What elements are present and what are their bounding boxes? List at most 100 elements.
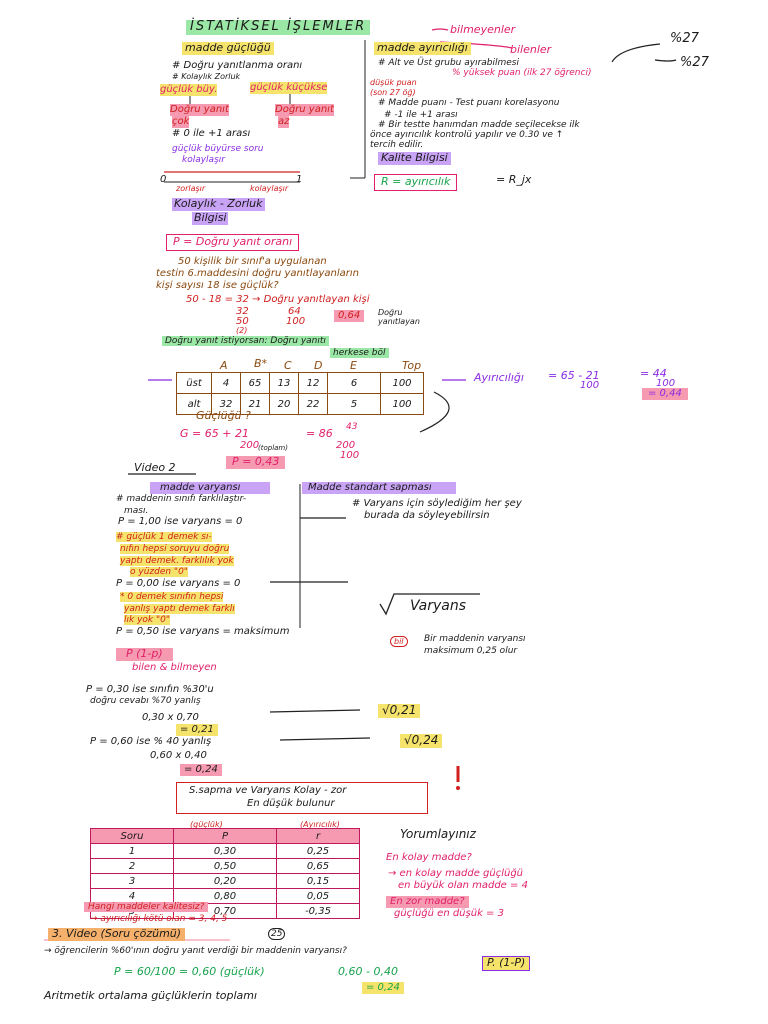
summary-line: S.sapma ve Varyans Kolay - zor [189,785,347,796]
col-label: (Ayırıcılık) [300,820,340,829]
result-value: 0,64 [334,310,365,322]
calc-line: = 65 - 21 [548,369,600,382]
answer-line: 0,60 - 0,40 [338,965,398,978]
madde-guclugu-heading: madde güçlüğü [182,41,274,55]
note-line: % yüksek puan (ilk 27 öğrenci) [452,68,592,78]
pct27-top: %27 [670,31,699,46]
items-table: Soru P r 1 0,30 0,25 2 0,50 0,65 3 0,20 … [90,828,360,919]
calc-line: 200 [336,440,356,451]
note-line: # Kolaylık Zorluk [172,72,241,81]
example-line: testin 6.maddesini doğru yanıtlayanların [156,268,359,279]
note-line: # maddenin sınıfı farklılaştır- [116,494,247,504]
note-line: P = 0,00 ise varyans = 0 [116,578,241,589]
gucluk-question: Güçlüğü ? [196,409,251,422]
note-line: ması. [124,506,149,516]
calc-line: P = 0,60 ise % 40 yanlış [90,736,212,747]
table-cell: 2 [90,858,174,874]
table-cell: -0,35 [276,903,360,919]
table-cell: 100 [380,372,424,394]
table1-header-a: A [220,359,228,372]
gucluk-result: P = 0,43 [226,455,286,469]
example-line: 50 - 18 = 32 → Doğru yanıtlayan kişi [186,294,370,305]
note-line: tercih edilir. [370,140,424,150]
example-note: (2) [236,326,248,335]
pct27-bottom: %27 [680,55,709,70]
note-line: # güçlük 1 demek sı- [116,532,212,543]
table-cell: 5 [327,393,381,415]
calc-line: 0,30 x 0,70 [142,712,199,723]
item-analysis-table: üst 4 65 13 12 6 100 alt 32 21 20 22 5 1… [176,372,424,415]
table-cell: 100 [380,393,424,415]
note-line: burada da söyleyebilirsin [364,510,490,521]
table-cell: 0,15 [276,873,360,889]
calc-line: P = 0,30 ise sınıfın %30'u [86,684,214,695]
sqrt-result: √0,21 [378,703,421,718]
note-line: # 0 ile +1 arası [172,128,251,139]
scale-kolay: kolaylaşır [250,184,289,193]
frac-den: 50 [236,316,249,327]
scale-zor: zorlaşır [176,184,206,193]
question-line: → öğrencilerin %60'ının doğru yanıt verd… [44,946,347,956]
std-sapma-heading: Madde standart sapması [302,482,456,494]
question-line: Aritmetik ortalama güçlüklerin toplamı [44,989,258,1002]
calc-line: doğru cevabı %70 yanlış [90,696,201,706]
table-cell: 0,25 [276,843,360,859]
calc-result: = 0,21 [176,724,218,736]
bilgi-badge: bil [390,636,408,648]
bilgisi-heading: Kolaylık - Zorluk [172,197,265,211]
table-row: üst 4 65 13 12 6 100 [176,372,424,394]
note-line: # -1 ile +1 arası [384,110,458,120]
ayirici-result: = 0,44 [642,388,688,400]
frac-num: 32 [236,306,249,317]
example-note: Doğru yanıtlayan [378,308,420,327]
p-formula: P = Doğru yanıt oranı [166,234,300,251]
table-cell: 0,30 [173,843,277,859]
calc-line: 100 [340,450,360,461]
bilmeyenler-label: bilmeyenler [450,23,516,36]
note-line: o yüzden "0" [130,567,188,578]
table-cell: üst [176,372,212,394]
dogru-yanit-heading: Doğru yanıt istiyorsan: Doğru yanıtı [162,336,329,347]
pq-box: P. (1-P) [482,956,531,971]
note-line: P = 0,50 ise varyans = maksimum [116,626,290,637]
calc-line: G = 65 + 21 [180,427,249,440]
video3-title: 3. Video (Soru çözümü) [48,927,186,941]
r-formula: R = ayırıcılık [374,174,458,191]
table1-header-d: D [314,359,323,372]
note-line: # Doğru yanıtlanma oranı [172,60,303,71]
table-row: 1 0,30 0,25 [90,843,360,859]
note-line: (son 27 öğ) [370,88,416,97]
ayirici-label: Ayırıcılığı [474,371,524,384]
video2-title: Video 2 [134,461,176,474]
note-line: güçlük büyürse soru [172,144,264,154]
page-title: İSTATİKSEL İŞLEMLER [186,19,371,35]
table1-header-e: E [350,359,357,372]
bilgisi-heading-2: Bilgisi [192,211,229,225]
note-line: önce ayırıcılık kontrolü yapılır ve 0.30… [370,130,564,140]
note-line: yaptı demek. farklılık yok [120,556,234,567]
table-row: 4 0,80 0,05 [90,888,360,904]
note-line: çok [172,116,190,128]
answer-result: = 0,24 [362,982,404,994]
frac-den: 100 [286,316,306,327]
madde-varyansi-heading: madde varyansı [150,482,271,494]
table-header: P [173,828,277,844]
calc-line: 100 [580,380,600,391]
pq-formula: P (1-p) [116,647,173,661]
note-line: az [278,116,290,128]
note-line: # Bir testte hanımdan madde seçilecekse … [378,120,580,130]
table1-header-b: B* [254,357,268,370]
note-line: güçlük küçükse [250,82,328,94]
answer-line: P = 60/100 = 0,60 (güçlük) [114,965,265,978]
scale-one: 1 [296,174,303,185]
table-cell: 0,50 [173,858,277,874]
table1-header-c: C [284,359,292,372]
table-cell: 3 [90,873,174,889]
calc-line: = 86 [306,427,333,440]
note-line: lık yok "0" [124,615,170,626]
table-row: 2 0,50 0,65 [90,858,360,874]
example-line: 50 kişilik bir sınıf'a uygulanan [178,256,327,267]
scale-zero: 0 [160,174,167,185]
sqrt-result: √0,24 [400,733,443,748]
note-line: yanlış yaptı demek farklı [124,604,235,615]
